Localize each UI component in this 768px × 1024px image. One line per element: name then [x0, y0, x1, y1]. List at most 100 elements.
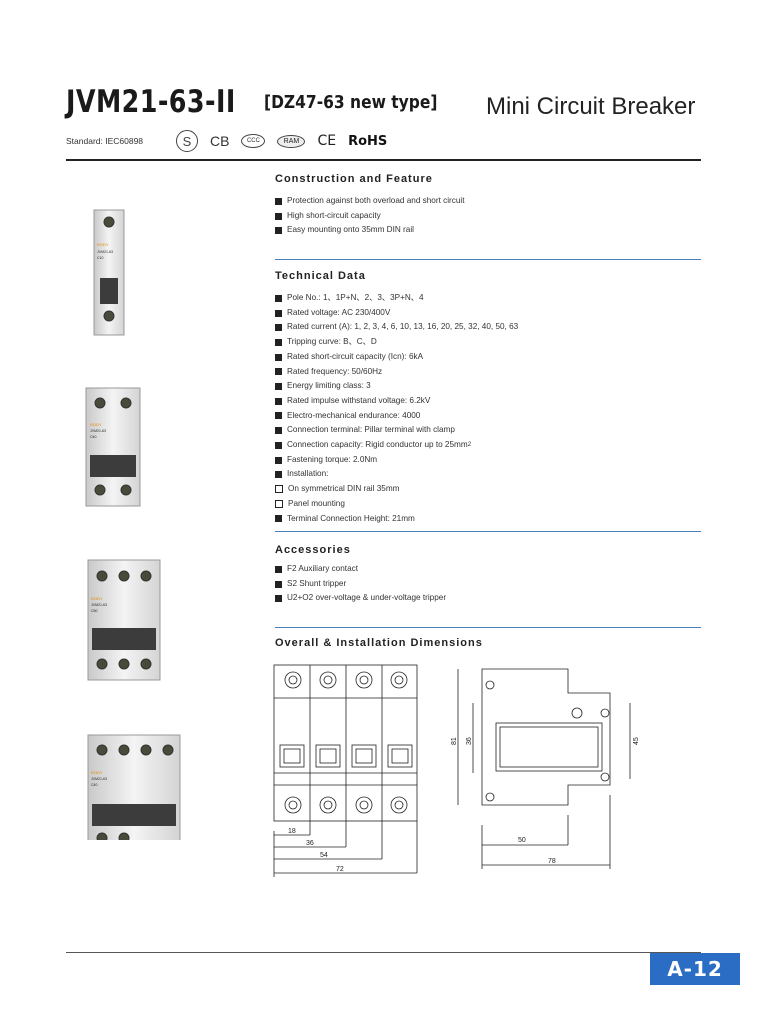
- list-item-text: Terminal Connection Height: 21mm: [287, 513, 415, 523]
- breaker-3-pole: RODY JVM21-63 C50: [87, 559, 161, 681]
- bullet-icon: [275, 294, 282, 302]
- list-item: Tripping curve: B、C、D: [275, 335, 518, 350]
- list-item-text: Energy limiting class: 3: [287, 381, 371, 391]
- bullet-icon: [275, 515, 282, 523]
- accessories-list: F2 Auxiliary contact S2 Shunt tripper U2…: [275, 562, 446, 606]
- list-item: F2 Auxiliary contact: [275, 562, 446, 577]
- rohs-mark-icon: RoHS: [348, 133, 388, 149]
- section-divider: [275, 259, 701, 260]
- bullet-icon: [275, 595, 282, 603]
- page-number-badge: A-12: [650, 953, 740, 985]
- standard-label: Standard: IEC60898: [66, 136, 144, 146]
- list-item: Energy limiting class: 3: [275, 379, 518, 394]
- dimensions-heading: Overall & Installation Dimensions: [275, 637, 483, 649]
- dim-36-side: 36: [466, 737, 473, 745]
- rating-label: C10: [97, 256, 103, 260]
- bullet-icon: [275, 383, 282, 391]
- list-item-text: Rated current (A): 1, 2, 3, 4, 6, 10, 13…: [287, 322, 519, 332]
- model-label: JVM21-63: [97, 250, 113, 254]
- list-item-text: Fastening torque: 2.0Nm: [287, 454, 378, 464]
- list-item-text: Rated voltage: AC 230/400V: [287, 307, 391, 317]
- bullet-icon: [275, 441, 282, 449]
- bullet-icon: [275, 353, 282, 361]
- list-item: Rated frequency: 50/60Hz: [275, 365, 518, 380]
- list-item-text: Rated impulse withstand voltage: 6.2kV: [287, 395, 431, 405]
- technical-list: Pole No.: 1、1P+N、2、3、3P+N、4 Rated voltag…: [275, 291, 518, 526]
- dim-72: 72: [336, 866, 344, 873]
- list-item-text: Panel mounting: [288, 498, 345, 508]
- list-item: High short-circuit capacity: [275, 209, 465, 224]
- dimension-drawings: 18 36 54 72 81 36 45 50 78: [273, 664, 640, 877]
- list-item: Connection capacity: Rigid conductor up …: [275, 438, 518, 453]
- list-item-text: Rated frequency: 50/60Hz: [287, 366, 383, 376]
- list-item-text: Installation:: [287, 469, 329, 479]
- dim-78: 78: [548, 858, 556, 865]
- construction-list: Protection against both overload and sho…: [275, 194, 465, 238]
- breaker-2-pole: RODY JVM21-63 C40: [85, 387, 141, 507]
- model-label: JVM21-63: [90, 429, 106, 433]
- breaker-1-pole: RODY JVM21-63 C10: [93, 209, 125, 336]
- hollow-bullet-icon: [275, 485, 283, 494]
- brand-label: RODY: [91, 596, 103, 601]
- list-item-text: Connection terminal: Pillar terminal wit…: [287, 425, 455, 435]
- bullet-icon: [275, 197, 282, 205]
- list-item: Protection against both overload and sho…: [275, 194, 465, 209]
- list-item: Connection terminal: Pillar terminal wit…: [275, 423, 518, 438]
- certification-logos: S CB CCC RAM CE RoHS: [176, 128, 387, 154]
- section-divider: [275, 531, 701, 532]
- product-photos: RODY JVM21-63 C10 RODY JVM21-63 C40 RODY…: [85, 209, 181, 840]
- bullet-icon: [275, 227, 282, 235]
- bullet-icon: [275, 368, 282, 376]
- list-item-text: F2 Auxiliary contact: [287, 564, 358, 573]
- bullet-icon: [275, 471, 282, 479]
- bullet-icon: [275, 412, 282, 420]
- list-item-text: Pole No.: 1、1P+N、2、3、3P+N、4: [287, 293, 424, 302]
- list-item-text: S2 Shunt tripper: [287, 578, 347, 588]
- brand-label: RODY: [90, 422, 102, 427]
- bullet-icon: [275, 427, 282, 435]
- ccc-mark-icon: CCC: [241, 134, 266, 148]
- list-item-text: On symmetrical DIN rail 35mm: [288, 484, 400, 494]
- list-item: Rated short-circuit capacity (Icn): 6kA: [275, 350, 518, 365]
- list-item-text: Protection against both overload and sho…: [287, 196, 465, 205]
- list-item: Installation:: [275, 467, 518, 482]
- front-view-drawing: [273, 664, 418, 877]
- brand-label: RODY: [97, 242, 109, 247]
- bullet-icon: [275, 212, 282, 220]
- model-label: JVM21-63: [91, 777, 107, 781]
- technical-heading: Technical Data: [275, 270, 366, 282]
- rating-label: C40: [90, 435, 96, 439]
- list-item: Fastening torque: 2.0Nm: [275, 453, 518, 468]
- bullet-icon: [275, 397, 282, 405]
- superscript: 2: [467, 442, 472, 449]
- list-item-text: High short-circuit capacity: [287, 210, 381, 220]
- bullet-icon: [275, 338, 282, 346]
- rating-label: C40: [91, 783, 97, 787]
- list-item: Rated impulse withstand voltage: 6.2kV: [275, 394, 518, 409]
- bullet-icon: [275, 580, 282, 588]
- list-item: On symmetrical DIN rail 35mm: [275, 482, 518, 497]
- list-item-text: U2+O2 over-voltage & under-voltage tripp…: [287, 593, 447, 603]
- ram-mark-icon: RAM: [277, 134, 306, 148]
- dim-50: 50: [518, 837, 526, 844]
- bullet-icon: [275, 324, 282, 332]
- list-item: U2+O2 over-voltage & under-voltage tripp…: [275, 591, 446, 606]
- list-item-text: Rated short-circuit capacity (Icn): 6kA: [287, 351, 424, 361]
- dim-81: 81: [451, 737, 458, 745]
- list-item: Rated voltage: AC 230/400V: [275, 306, 518, 321]
- list-item: Panel mounting: [275, 497, 518, 512]
- dim-36: 36: [306, 840, 314, 847]
- dim-54: 54: [320, 852, 328, 859]
- list-item: Easy mounting onto 35mm DIN rail: [275, 223, 465, 238]
- hollow-bullet-icon: [275, 500, 283, 509]
- s-mark-icon: S: [176, 130, 198, 152]
- list-item: Terminal Connection Height: 21mm: [275, 512, 518, 527]
- cb-mark-icon: CB: [210, 133, 230, 149]
- list-item: Electro-mechanical endurance: 4000: [275, 409, 518, 424]
- product-title: Mini Circuit Breaker: [486, 93, 696, 120]
- list-item: Rated current (A): 1, 2, 3, 4, 6, 10, 13…: [275, 320, 518, 335]
- dim-45: 45: [633, 737, 640, 745]
- brand-label: RODY: [91, 770, 103, 775]
- s-mark-text: S: [182, 133, 192, 149]
- model-label: JVM21-63: [91, 603, 107, 607]
